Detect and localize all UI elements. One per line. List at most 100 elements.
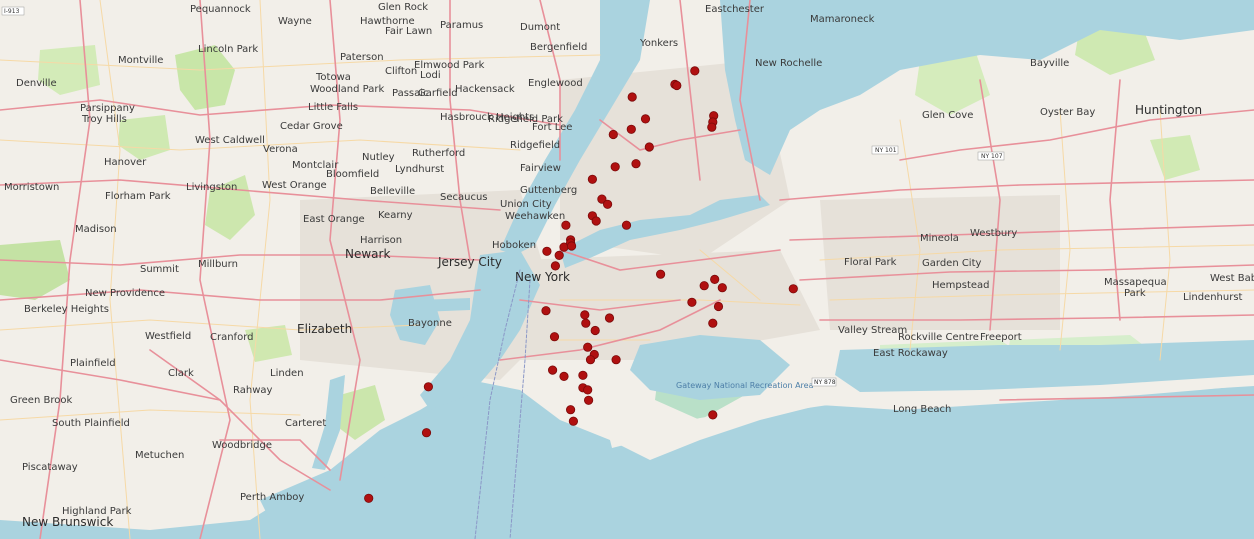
label-valley-stream: Valley Stream bbox=[838, 325, 907, 336]
map-marker-51[interactable] bbox=[565, 405, 576, 415]
map-marker-33[interactable] bbox=[687, 297, 697, 307]
label-hackensack: Hackensack bbox=[455, 84, 515, 95]
map-marker-26[interactable] bbox=[554, 250, 564, 260]
route-shield-107: NY 107 bbox=[977, 151, 1005, 161]
label-fairview: Fairview bbox=[520, 163, 561, 174]
beaches-layer bbox=[610, 380, 1254, 448]
shield-913-label: I-913 bbox=[4, 8, 20, 15]
map-marker-18[interactable] bbox=[591, 216, 601, 226]
label-ridgefield-park: Ridgefield Park bbox=[488, 114, 563, 125]
label-lindenhurst: Lindenhurst bbox=[1183, 292, 1243, 303]
map-marker-21[interactable] bbox=[542, 246, 552, 256]
label-westbury: Westbury bbox=[970, 228, 1017, 239]
label-highland-park: Highland Park bbox=[62, 506, 132, 517]
label-bayville: Bayville bbox=[1030, 58, 1069, 69]
label-mamaroneck: Mamaroneck bbox=[810, 14, 875, 25]
map-marker-19[interactable] bbox=[561, 220, 571, 230]
map-marker-29[interactable] bbox=[710, 274, 720, 284]
label-fair-lawn: Fair Lawn bbox=[385, 26, 432, 37]
label-clifton: Clifton bbox=[385, 66, 417, 77]
map-marker-20[interactable] bbox=[621, 220, 632, 230]
map-marker-37[interactable] bbox=[580, 310, 590, 320]
map-marker-16[interactable] bbox=[602, 199, 613, 209]
map-marker-32[interactable] bbox=[788, 284, 798, 294]
label-new-york: New York bbox=[515, 270, 570, 284]
label-pequannock: Pequannock bbox=[190, 4, 251, 15]
map-marker-9[interactable] bbox=[626, 124, 636, 134]
map-marker-13[interactable] bbox=[610, 162, 620, 172]
map-marker-31[interactable] bbox=[717, 283, 727, 293]
map-marker-35[interactable] bbox=[708, 318, 718, 328]
markers-layer[interactable] bbox=[364, 66, 798, 503]
map-marker-39[interactable] bbox=[581, 318, 591, 328]
map-marker-12[interactable] bbox=[631, 159, 641, 169]
label-guttenberg: Guttenberg bbox=[520, 185, 577, 196]
label-little-falls: Little Falls bbox=[308, 102, 358, 113]
map-marker-40[interactable] bbox=[590, 325, 600, 336]
map-marker-38[interactable] bbox=[604, 313, 615, 323]
map-marker-41[interactable] bbox=[549, 332, 560, 342]
label-mineola: Mineola bbox=[920, 233, 959, 244]
map-marker-36[interactable] bbox=[541, 306, 551, 316]
label-livingston: Livingston bbox=[186, 182, 237, 193]
label-massapequa-park: Park bbox=[1124, 288, 1146, 299]
map-marker-5[interactable] bbox=[640, 114, 651, 124]
label-nutley: Nutley bbox=[362, 152, 395, 163]
label-yonkers: Yonkers bbox=[639, 38, 678, 49]
label-hanover: Hanover bbox=[104, 157, 147, 168]
map-marker-50[interactable] bbox=[583, 395, 594, 405]
map-marker-49[interactable] bbox=[583, 385, 593, 395]
label-secaucus: Secaucus bbox=[440, 192, 488, 203]
label-fort-lee: Fort Lee bbox=[532, 122, 572, 133]
map-marker-53[interactable] bbox=[423, 382, 433, 392]
label-hawthorne: Hawthorne bbox=[360, 16, 415, 27]
label-montville: Montville bbox=[118, 55, 163, 66]
label-paterson: Paterson bbox=[340, 52, 384, 63]
label-hempstead: Hempstead bbox=[932, 280, 990, 291]
label-elizabeth: Elizabeth bbox=[297, 322, 352, 336]
map-marker-44[interactable] bbox=[585, 355, 596, 365]
shield-878-label: NY 878 bbox=[814, 379, 836, 386]
label-passaic: Passaic bbox=[392, 88, 429, 99]
label-englewood: Englewood bbox=[528, 78, 583, 89]
label-linden: Linden bbox=[270, 368, 304, 379]
label-jersey-city: Jersey City bbox=[437, 255, 502, 269]
shield-101-label: NY 101 bbox=[875, 147, 897, 154]
label-oyster-bay: Oyster Bay bbox=[1040, 107, 1095, 118]
map-marker-57[interactable] bbox=[364, 493, 374, 503]
map-marker-28[interactable] bbox=[655, 269, 666, 279]
label-west-caldwell: West Caldwell bbox=[195, 135, 265, 146]
label-east-orange: East Orange bbox=[303, 214, 365, 225]
map-marker-54[interactable] bbox=[421, 428, 432, 438]
map-marker-52[interactable] bbox=[568, 416, 579, 426]
map-marker-34[interactable] bbox=[713, 301, 724, 312]
route-shield-101: NY 101 bbox=[871, 145, 899, 155]
map-marker-14[interactable] bbox=[587, 174, 598, 184]
map-marker-47[interactable] bbox=[559, 371, 569, 381]
map-marker-8[interactable] bbox=[707, 122, 717, 132]
map-marker-15[interactable] bbox=[597, 194, 607, 204]
label-wayne: Wayne bbox=[278, 16, 312, 27]
map-marker-4[interactable] bbox=[627, 92, 637, 102]
map-marker-30[interactable] bbox=[699, 281, 709, 291]
map-marker-11[interactable] bbox=[644, 142, 654, 152]
label-weehawken: Weehawken bbox=[505, 211, 565, 222]
map-marker-3[interactable] bbox=[672, 80, 682, 91]
label-west-orange: West Orange bbox=[262, 180, 327, 191]
map-marker-27[interactable] bbox=[550, 261, 561, 271]
label-dumont: Dumont bbox=[520, 22, 560, 33]
map-marker-56[interactable] bbox=[578, 370, 588, 380]
label-parsippany: Parsippany bbox=[80, 103, 135, 114]
map-marker-55[interactable] bbox=[708, 410, 718, 420]
map-marker-42[interactable] bbox=[583, 342, 593, 352]
map-marker-10[interactable] bbox=[608, 129, 618, 140]
label-garden-city: Garden City bbox=[922, 258, 982, 269]
map-marker-1[interactable] bbox=[690, 66, 700, 76]
map-marker-25[interactable] bbox=[566, 241, 577, 251]
map-marker-46[interactable] bbox=[547, 365, 558, 375]
map-marker-45[interactable] bbox=[611, 355, 621, 365]
